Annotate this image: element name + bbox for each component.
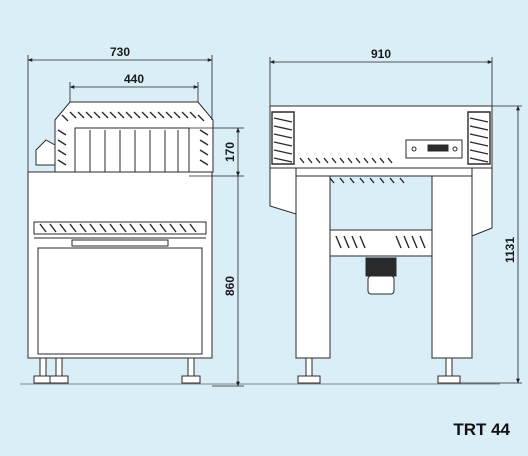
conveyor-hatching (40, 224, 196, 232)
motor (366, 258, 396, 276)
dim-side-length: 910 (371, 47, 391, 61)
side-hatch (300, 158, 404, 183)
center-housing (330, 230, 432, 256)
dim-tunnel-height: 170 (223, 142, 237, 162)
dim-tunnel-width: 440 (124, 72, 144, 86)
side-feet (298, 358, 460, 383)
dim-table-height: 860 (223, 276, 237, 296)
side-leg-right (432, 176, 472, 358)
front-view (28, 102, 213, 383)
dim-total-height: 1131 (503, 237, 517, 263)
model-label: TRT 44 (453, 420, 510, 439)
lower-panel (38, 248, 202, 354)
control-bump (36, 140, 55, 165)
conveyor-band (34, 222, 206, 234)
heater-hatching-top (58, 112, 208, 165)
side-end-hatch (272, 112, 490, 164)
tunnel-opening (75, 128, 189, 176)
front-feet (34, 358, 200, 383)
side-leg-left (296, 176, 330, 358)
dimension-lines (20, 55, 522, 387)
side-view (270, 106, 492, 383)
curtain-strips (90, 130, 178, 176)
dim-front-width: 730 (110, 45, 130, 59)
